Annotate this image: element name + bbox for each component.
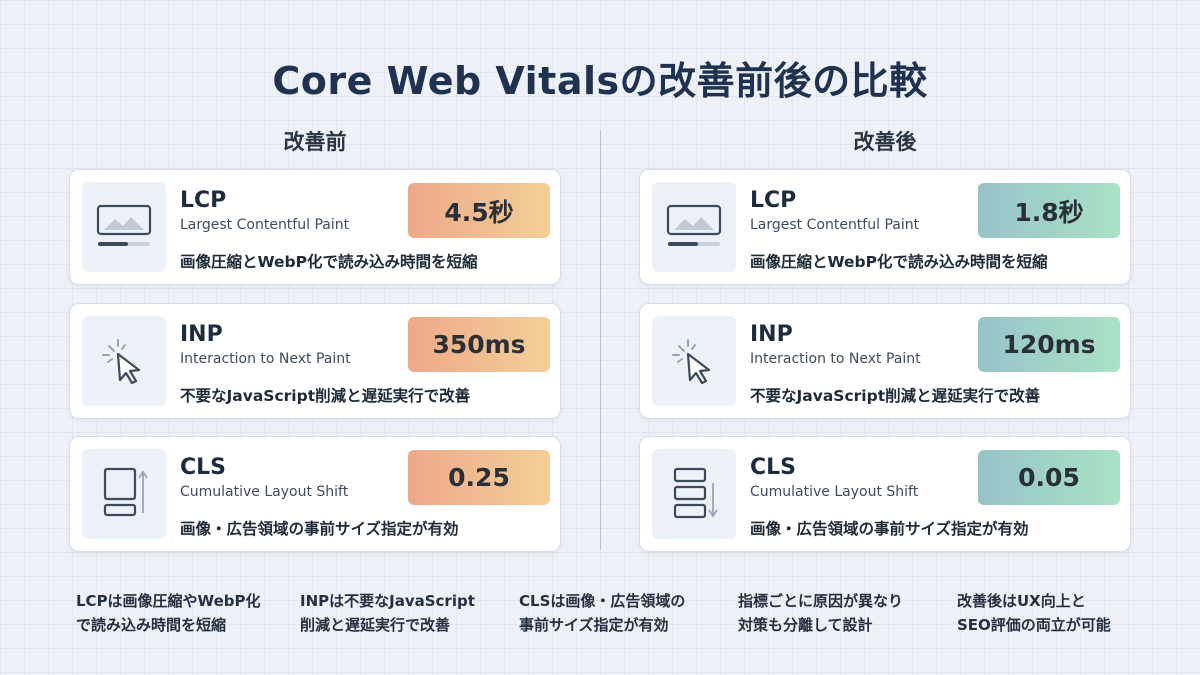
note-ux-seo: 改善後はUX向上と SEO評価の両立が可能	[957, 592, 1111, 634]
before-heading: 改善前	[283, 130, 347, 154]
metric-name: INP	[180, 322, 223, 347]
metric-full-name: Interaction to Next Paint	[750, 351, 921, 367]
after-lcp-card: LCP Largest Contentful Paint 画像圧縮とWebP化で…	[639, 169, 1131, 285]
note-lcp: LCPは画像圧縮やWebP化 で読み込み時間を短縮	[76, 592, 261, 634]
metric-full-name: Largest Contentful Paint	[750, 217, 920, 233]
metric-value-badge: 4.5秒	[408, 183, 550, 238]
metric-full-name: Interaction to Next Paint	[180, 351, 351, 367]
note-inp: INPは不要なJavaScript 削減と遅延実行で改善	[300, 592, 475, 634]
metric-name: CLS	[180, 455, 227, 480]
metric-description: 画像・広告領域の事前サイズ指定が有効	[750, 520, 1029, 538]
metric-description: 不要なJavaScript削減と遅延実行で改善	[750, 387, 1041, 405]
note-cls: CLSは画像・広告領域の 事前サイズ指定が有効	[519, 592, 686, 634]
metric-description: 画像・広告領域の事前サイズ指定が有効	[180, 520, 459, 538]
page-title: Core Web Vitalsの改善前後の比較	[272, 59, 928, 103]
metric-description: 不要なJavaScript削減と遅延実行で改善	[180, 387, 471, 405]
before-lcp-card: LCP Largest Contentful Paint 画像圧縮とWebP化で…	[69, 169, 561, 285]
before-cls-card: CLS Cumulative Layout Shift 画像・広告領域の事前サイ…	[69, 436, 561, 552]
metric-name: LCP	[180, 188, 227, 213]
metric-full-name: Cumulative Layout Shift	[180, 484, 349, 500]
metric-full-name: Largest Contentful Paint	[180, 217, 350, 233]
metric-name: INP	[750, 322, 793, 347]
metric-value-badge: 0.25	[408, 450, 550, 505]
metric-description: 画像圧縮とWebP化で読み込み時間を短縮	[750, 253, 1048, 271]
cursor-click-icon	[82, 316, 166, 406]
cursor-click-icon	[652, 316, 736, 406]
layout-stable-down-icon	[652, 449, 736, 539]
metric-name: LCP	[750, 188, 797, 213]
after-cls-card: CLS Cumulative Layout Shift 画像・広告領域の事前サイ…	[639, 436, 1131, 552]
metric-name: CLS	[750, 455, 797, 480]
metric-full-name: Cumulative Layout Shift	[750, 484, 919, 500]
metric-value-badge: 0.05	[978, 450, 1120, 505]
after-heading: 改善後	[853, 130, 917, 154]
metric-value-badge: 350ms	[408, 317, 550, 372]
image-loading-icon	[82, 182, 166, 272]
after-inp-card: INP Interaction to Next Paint 不要なJavaScr…	[639, 303, 1131, 419]
before-inp-card: INP Interaction to Next Paint 不要なJavaScr…	[69, 303, 561, 419]
metric-description: 画像圧縮とWebP化で読み込み時間を短縮	[180, 253, 478, 271]
column-divider	[600, 130, 601, 550]
metric-value-badge: 120ms	[978, 317, 1120, 372]
image-loading-icon	[652, 182, 736, 272]
note-per-metric: 指標ごとに原因が異なり 対策も分離して設計	[738, 592, 904, 634]
layout-shift-up-icon	[82, 449, 166, 539]
metric-value-badge: 1.8秒	[978, 183, 1120, 238]
